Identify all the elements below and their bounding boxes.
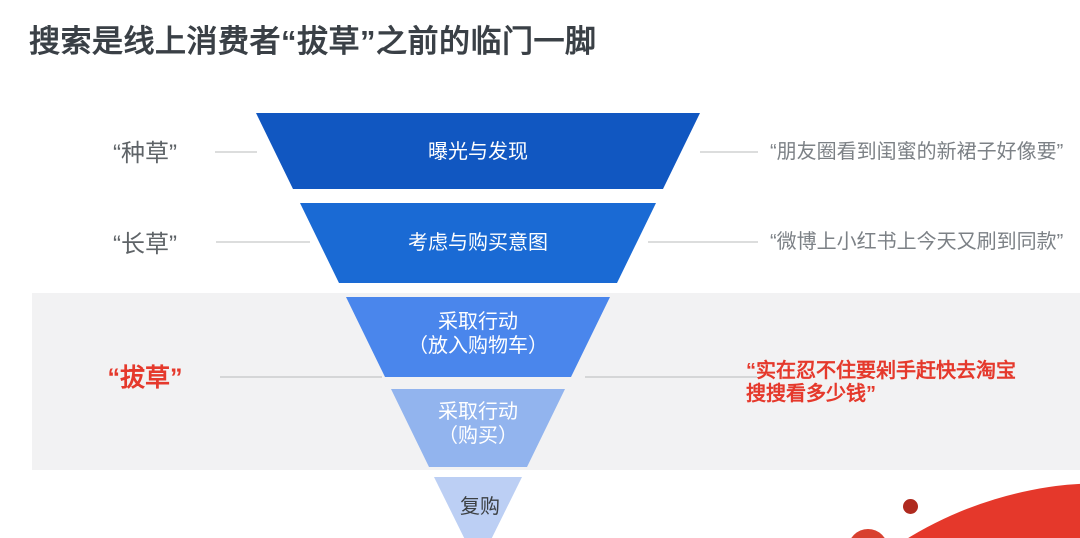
stage-label-grow-grass: “长草” xyxy=(113,231,177,258)
quote-pull-grass: “实在忍不住要剁手赶快去淘宝 搜搜看多少钱” xyxy=(746,360,1016,405)
connector-line-pull-left xyxy=(220,376,382,378)
connector-line-plant-right xyxy=(700,151,758,153)
funnel-level-add-to-cart-shape xyxy=(346,297,610,377)
page-title: 搜索是线上消费者“拔草”之前的临门一脚 xyxy=(29,24,597,59)
funnel-label-consideration: 考虑与购买意图 xyxy=(408,232,548,254)
decor-dot xyxy=(903,499,918,514)
stage-label-plant-grass: “种草” xyxy=(113,140,177,167)
connector-line-pull-right xyxy=(585,376,757,378)
quote-grow-grass: “微博上小红书上今天又刷到同款” xyxy=(770,231,1064,253)
decor-small-circle xyxy=(848,529,888,538)
funnel-level-exposure-shape xyxy=(256,113,700,189)
funnel-label-exposure: 曝光与发现 xyxy=(428,141,528,163)
funnel-label-purchase: 采取行动 （购买） xyxy=(438,401,518,447)
connector-line-grow-left xyxy=(216,241,310,243)
funnel-label-add-to-cart: 采取行动 （放入购物车） xyxy=(408,311,548,357)
connector-line-grow-right xyxy=(648,241,758,243)
stage-label-pull-grass: “拔草” xyxy=(107,364,183,392)
funnel-label-repurchase: 复购 xyxy=(460,496,500,518)
connector-line-plant-left xyxy=(215,151,257,153)
quote-plant-grass: “朋友圈看到闺蜜的新裙子好像要” xyxy=(770,141,1064,163)
funnel-level-consideration-shape xyxy=(300,203,656,283)
